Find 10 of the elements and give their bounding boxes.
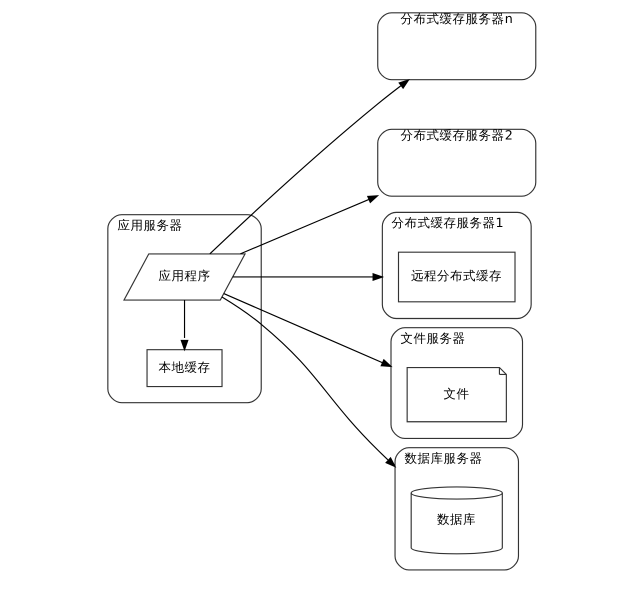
node-box: 分布式缓存服务器n — [376, 12, 536, 80]
node-box: 远程分布式缓存 — [397, 252, 516, 302]
node-box: 本地缓存 — [146, 349, 222, 388]
arrow — [223, 293, 392, 368]
arrow — [221, 296, 396, 468]
node-box: 分布式缓存服务器2 — [376, 128, 536, 197]
arrow — [240, 195, 379, 254]
arrow — [208, 78, 410, 254]
arrow — [180, 300, 188, 352]
arrow — [232, 272, 384, 281]
